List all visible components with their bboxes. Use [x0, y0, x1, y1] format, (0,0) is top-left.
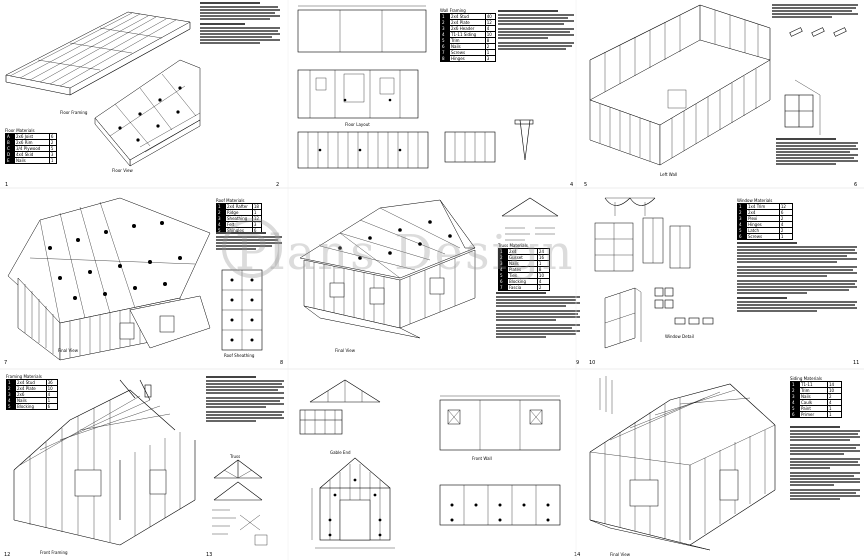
wall-framing-drawing: [589, 4, 847, 166]
page-number: 9: [576, 360, 580, 366]
caption-window-detail: Window Detail: [665, 334, 694, 339]
page-number: 10: [589, 360, 596, 366]
panel-gable-shed: Final View 7: [0, 188, 211, 368]
floor-framing-drawing: [5, 11, 201, 167]
caption-floor-view: Floor View: [112, 168, 133, 173]
panel-roofed-shed: Final View: [290, 188, 490, 368]
wall-text: [498, 10, 576, 51]
panel-floor-layout: Floor Layout: [290, 0, 440, 188]
page-number: 7: [4, 360, 8, 366]
caption-final-view-1: Final View: [58, 348, 78, 353]
caption-final-view-3: Final View: [610, 552, 630, 557]
panel-floor-text: [200, 2, 282, 122]
watermark-logo-icon: [222, 218, 282, 278]
caption-gable-end: Gable End: [330, 450, 351, 455]
page-number: 5: [584, 182, 588, 188]
caption-floor-frame: Floor Framing: [60, 110, 88, 115]
caption-left-wall: Left Wall: [660, 172, 678, 177]
siding-text: [790, 426, 862, 501]
truss-elevation-text: [206, 376, 286, 423]
gable-elevation-drawing: [299, 379, 395, 549]
page-number: 14: [574, 552, 581, 558]
panel-gable-elevation: Gable End: [290, 370, 420, 560]
page-number: 11: [853, 360, 860, 366]
caption-floor-layout: Floor Layout: [345, 122, 370, 127]
gable-shed-drawing: [7, 197, 211, 361]
truss-text: [496, 292, 582, 339]
truss-detail-drawing: [501, 197, 559, 241]
page-number: 6: [854, 182, 858, 188]
page-number: 1: [5, 182, 9, 188]
window-text: [737, 242, 859, 313]
page-number: 4: [570, 182, 574, 188]
panel-truss-elevation: Truss 13: [200, 370, 290, 560]
caption-final-view-2: Final View: [335, 348, 355, 353]
floor-layout-drawing: [297, 5, 429, 169]
watermark: Plans Design: [235, 225, 575, 281]
wall-framing-text: [772, 4, 860, 19]
panel-wall-framing: Left Wall 5 6: [580, 0, 864, 188]
roof-sheathing-drawing: [221, 269, 263, 351]
panel-window-detail: Window Detail 10: [585, 188, 735, 368]
caption-framing-front: Front Framing: [40, 550, 68, 555]
panel-final-framing: Final View 14: [570, 370, 780, 560]
window-detail-drawing: [594, 197, 714, 349]
caption-front-wall: Front Wall: [472, 456, 492, 461]
wall-framing-text-2: [776, 138, 860, 166]
page-number: 2: [276, 182, 280, 188]
page-number: 13: [206, 552, 213, 558]
wall-layout-drawing: [444, 119, 534, 163]
front-wall-layout-drawing: [439, 395, 561, 526]
page-number: 8: [280, 360, 284, 366]
table-title: Floor Materials: [5, 128, 35, 133]
page-number: 12: [4, 552, 11, 558]
caption-roof-sheet: Roof Sheathing: [224, 353, 255, 358]
panel-front-wall-layout: Front Wall: [420, 370, 570, 560]
truss-elevation-drawing: [212, 459, 268, 546]
roofed-shed-drawing: [299, 199, 476, 339]
caption-truss: Truss: [230, 454, 241, 459]
front-framing-drawing: [13, 379, 196, 546]
final-framing-drawing: [589, 376, 776, 551]
